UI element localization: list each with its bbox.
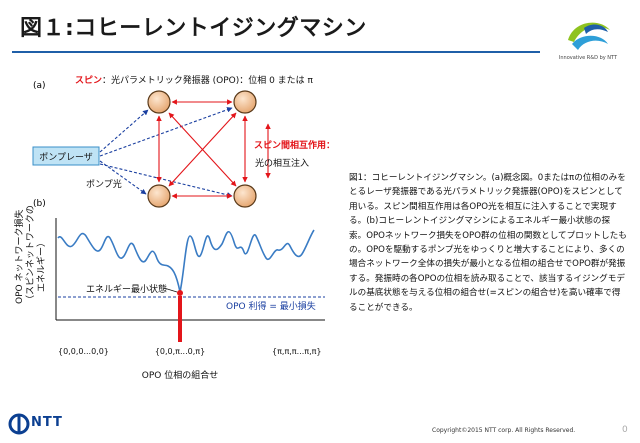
figure-description: 図1：コヒーレントイジングマシン。(a)概念図。0またはπの位相のみをとるレーザ…	[349, 173, 627, 313]
gain-label: OPO 利得 = 最小損失	[226, 300, 316, 312]
copyright: Copyright©2015 NTT corp. All Rights Rese…	[432, 427, 576, 434]
y-axis-label-2: （スピンネットワークの	[25, 205, 36, 304]
x-tick-right: {π,π,π...π,π}	[272, 347, 322, 356]
panel-b-tag: (b)	[33, 199, 46, 209]
y-axis-label-3: エネルギー）	[36, 238, 47, 292]
min-state-pointer	[163, 287, 178, 293]
pump-laser-label: ポンプレーザ	[39, 152, 93, 163]
opo-node-top-right	[233, 90, 257, 114]
interaction-label: スピン間相互作用：	[254, 139, 335, 151]
y-axis-label-1: OPO ネットワーク損失	[13, 210, 25, 304]
min-state-bar	[178, 296, 182, 342]
x-axis-label: OPO 位相の組合せ	[142, 369, 218, 381]
spin-description: ：光パラメトリック発振器 (OPO)：位相 0 または π	[102, 74, 314, 86]
min-state-label: エネルギー最小状態	[86, 283, 167, 295]
opo-node-bottom-right	[233, 184, 257, 208]
x-tick-mid: {0,0,π...0,π}	[155, 347, 205, 356]
spin-label: スピン	[75, 74, 102, 86]
ntt-logo-text: NTT	[31, 415, 63, 430]
swoosh-logo-icon	[568, 22, 610, 50]
ntt-logo-icon	[8, 413, 30, 435]
opo-injection-arrows	[156, 99, 248, 199]
svg-text:スピン：光パラメトリック発振器 (OPO)：位相 0 または: スピン：光パラメトリック発振器 (OPO)：位相 0 または π	[75, 74, 314, 86]
min-energy-marker	[177, 290, 183, 296]
page-number: 0	[622, 425, 628, 435]
injection-label: 光の相互注入	[255, 157, 309, 169]
panel-a-tag: (a)	[33, 81, 46, 91]
coherent-ising-diagram: (a) スピン：光パラメトリック発振器 (OPO)：位相 0 または π ポンプ…	[13, 74, 335, 381]
x-tick-left: {0,0,0...0,0}	[58, 347, 109, 356]
pump-light-label: ポンプ光	[86, 178, 122, 190]
opo-node-top-left	[147, 90, 171, 114]
page-title: 図１:コヒーレントイジングマシン	[20, 16, 367, 41]
network-loss-curve	[57, 229, 315, 293]
header-divider	[12, 51, 540, 53]
innovative-logo: Innovative R&D by NTT	[548, 14, 628, 64]
pump-laser-box	[32, 146, 100, 166]
opo-node-bottom-left	[147, 184, 171, 208]
logo-tagline: Innovative R&D by NTT	[558, 55, 618, 61]
